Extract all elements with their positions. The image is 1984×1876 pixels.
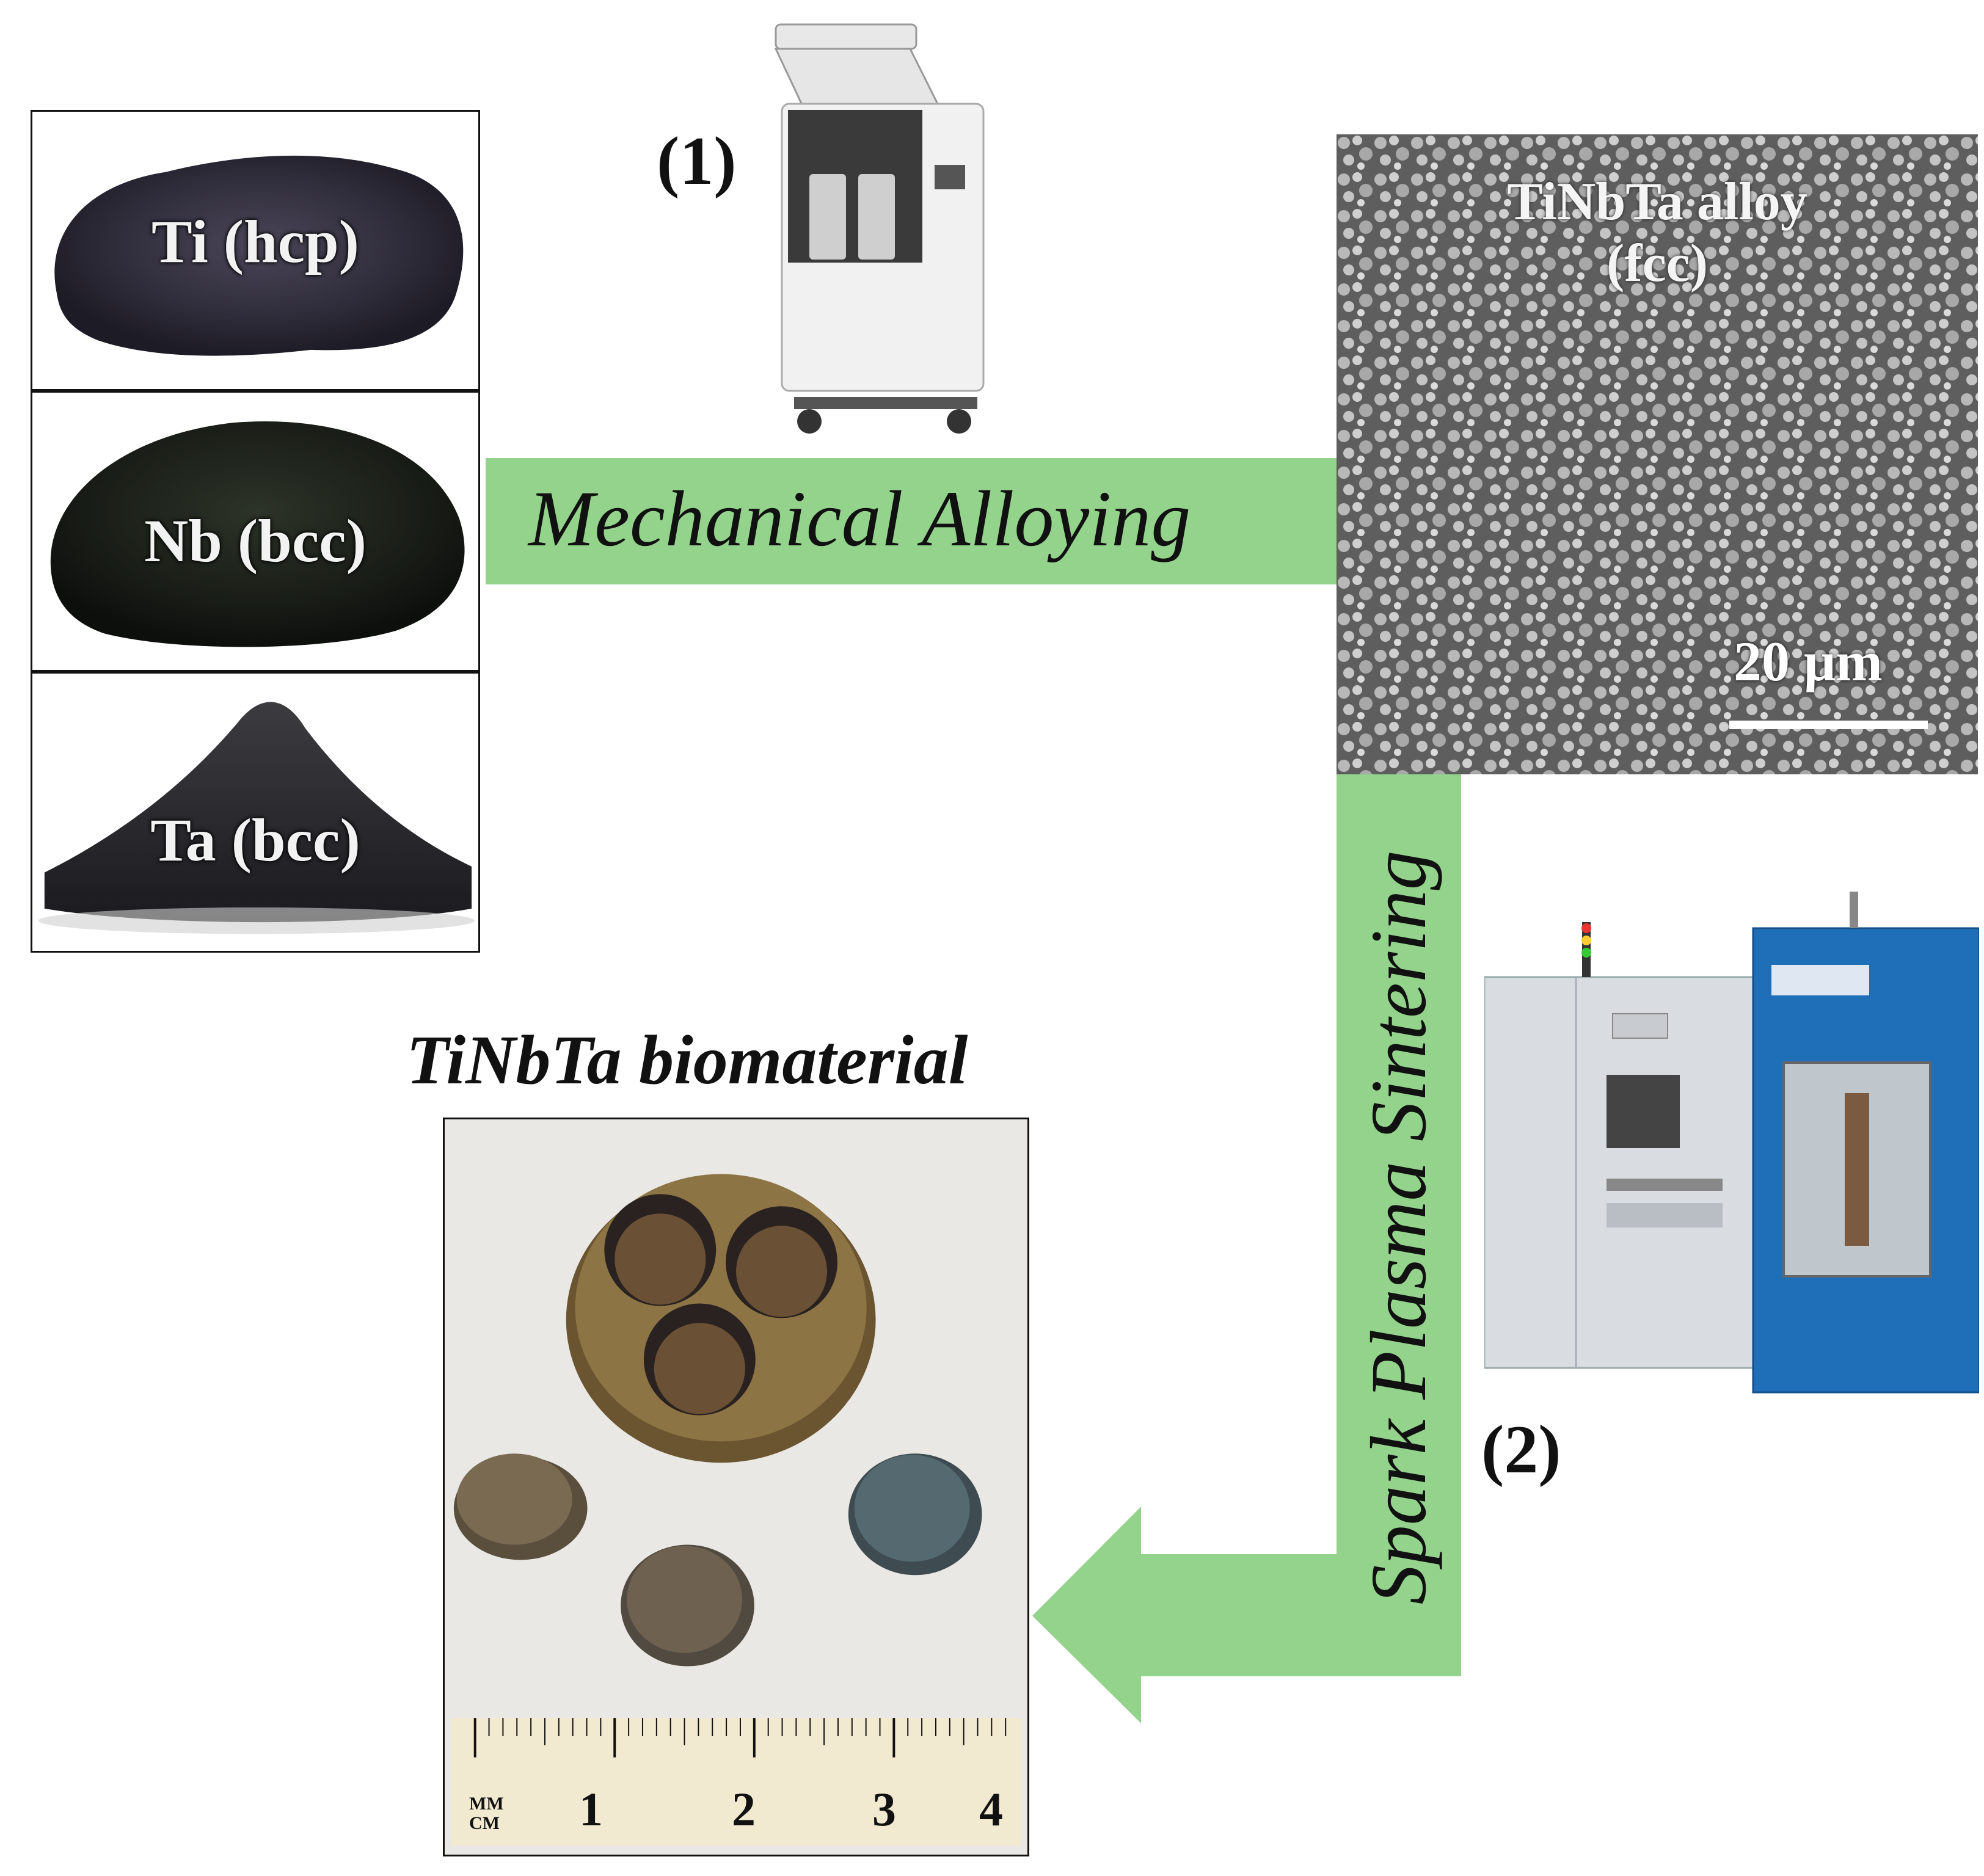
biomaterial-samples-image — [445, 1119, 1027, 1855]
scale-bar-label: 20 μm — [1734, 630, 1883, 693]
sem-title-line2: (fcc) — [1606, 234, 1709, 294]
spark-plasma-sintering-label: Spark Plasma Sintering — [1355, 850, 1443, 1605]
nb-powder-panel: Nb (bcc) — [31, 391, 480, 672]
sem-title: TiNbTa alloy (fcc) — [1337, 171, 1978, 294]
sps-machine-icon — [1484, 892, 1979, 1394]
sem-micrograph-image — [1337, 134, 1978, 774]
ti-powder-label: Ti (hcp) — [151, 208, 359, 275]
ta-powder-image — [38, 702, 475, 934]
ruler-unit-mm: MM — [469, 1794, 504, 1814]
ti-powder-panel: Ti (hcp) — [31, 110, 480, 391]
ta-powder-label: Ta (bcc) — [150, 806, 360, 874]
ruler-number-1: 1 — [579, 1783, 603, 1836]
ruler-number-2: 2 — [732, 1783, 756, 1836]
ta-powder-panel: Ta (bcc) — [31, 672, 480, 953]
sem-title-line1: TiNbTa alloy — [1507, 172, 1807, 231]
ruler-unit-label: MM CM — [469, 1794, 504, 1833]
ruler-number-3: 3 — [872, 1783, 896, 1836]
biomaterial-title: TiNbTa biomaterial — [406, 1021, 968, 1099]
sem-image-panel: TiNbTa alloy (fcc) 20 μm — [1337, 134, 1978, 774]
ruler-number-4: 4 — [979, 1783, 1003, 1836]
ball-mill-icon — [774, 23, 985, 434]
biomaterial-photo-panel: MM CM 1 2 3 4 — [443, 1118, 1029, 1856]
scale-bar — [1729, 721, 1928, 729]
ruler-unit-cm: CM — [469, 1812, 500, 1833]
mechanical-alloying-arrow — [486, 458, 1338, 584]
step1-number-label: (1) — [657, 123, 737, 199]
step2-number-label: (2) — [1481, 1412, 1561, 1488]
mechanical-alloying-label: Mechanical Alloying — [528, 475, 1191, 563]
ti-powder-image — [54, 155, 464, 356]
nb-powder-image — [50, 421, 465, 647]
nb-powder-label: Nb (bcc) — [144, 507, 367, 575]
